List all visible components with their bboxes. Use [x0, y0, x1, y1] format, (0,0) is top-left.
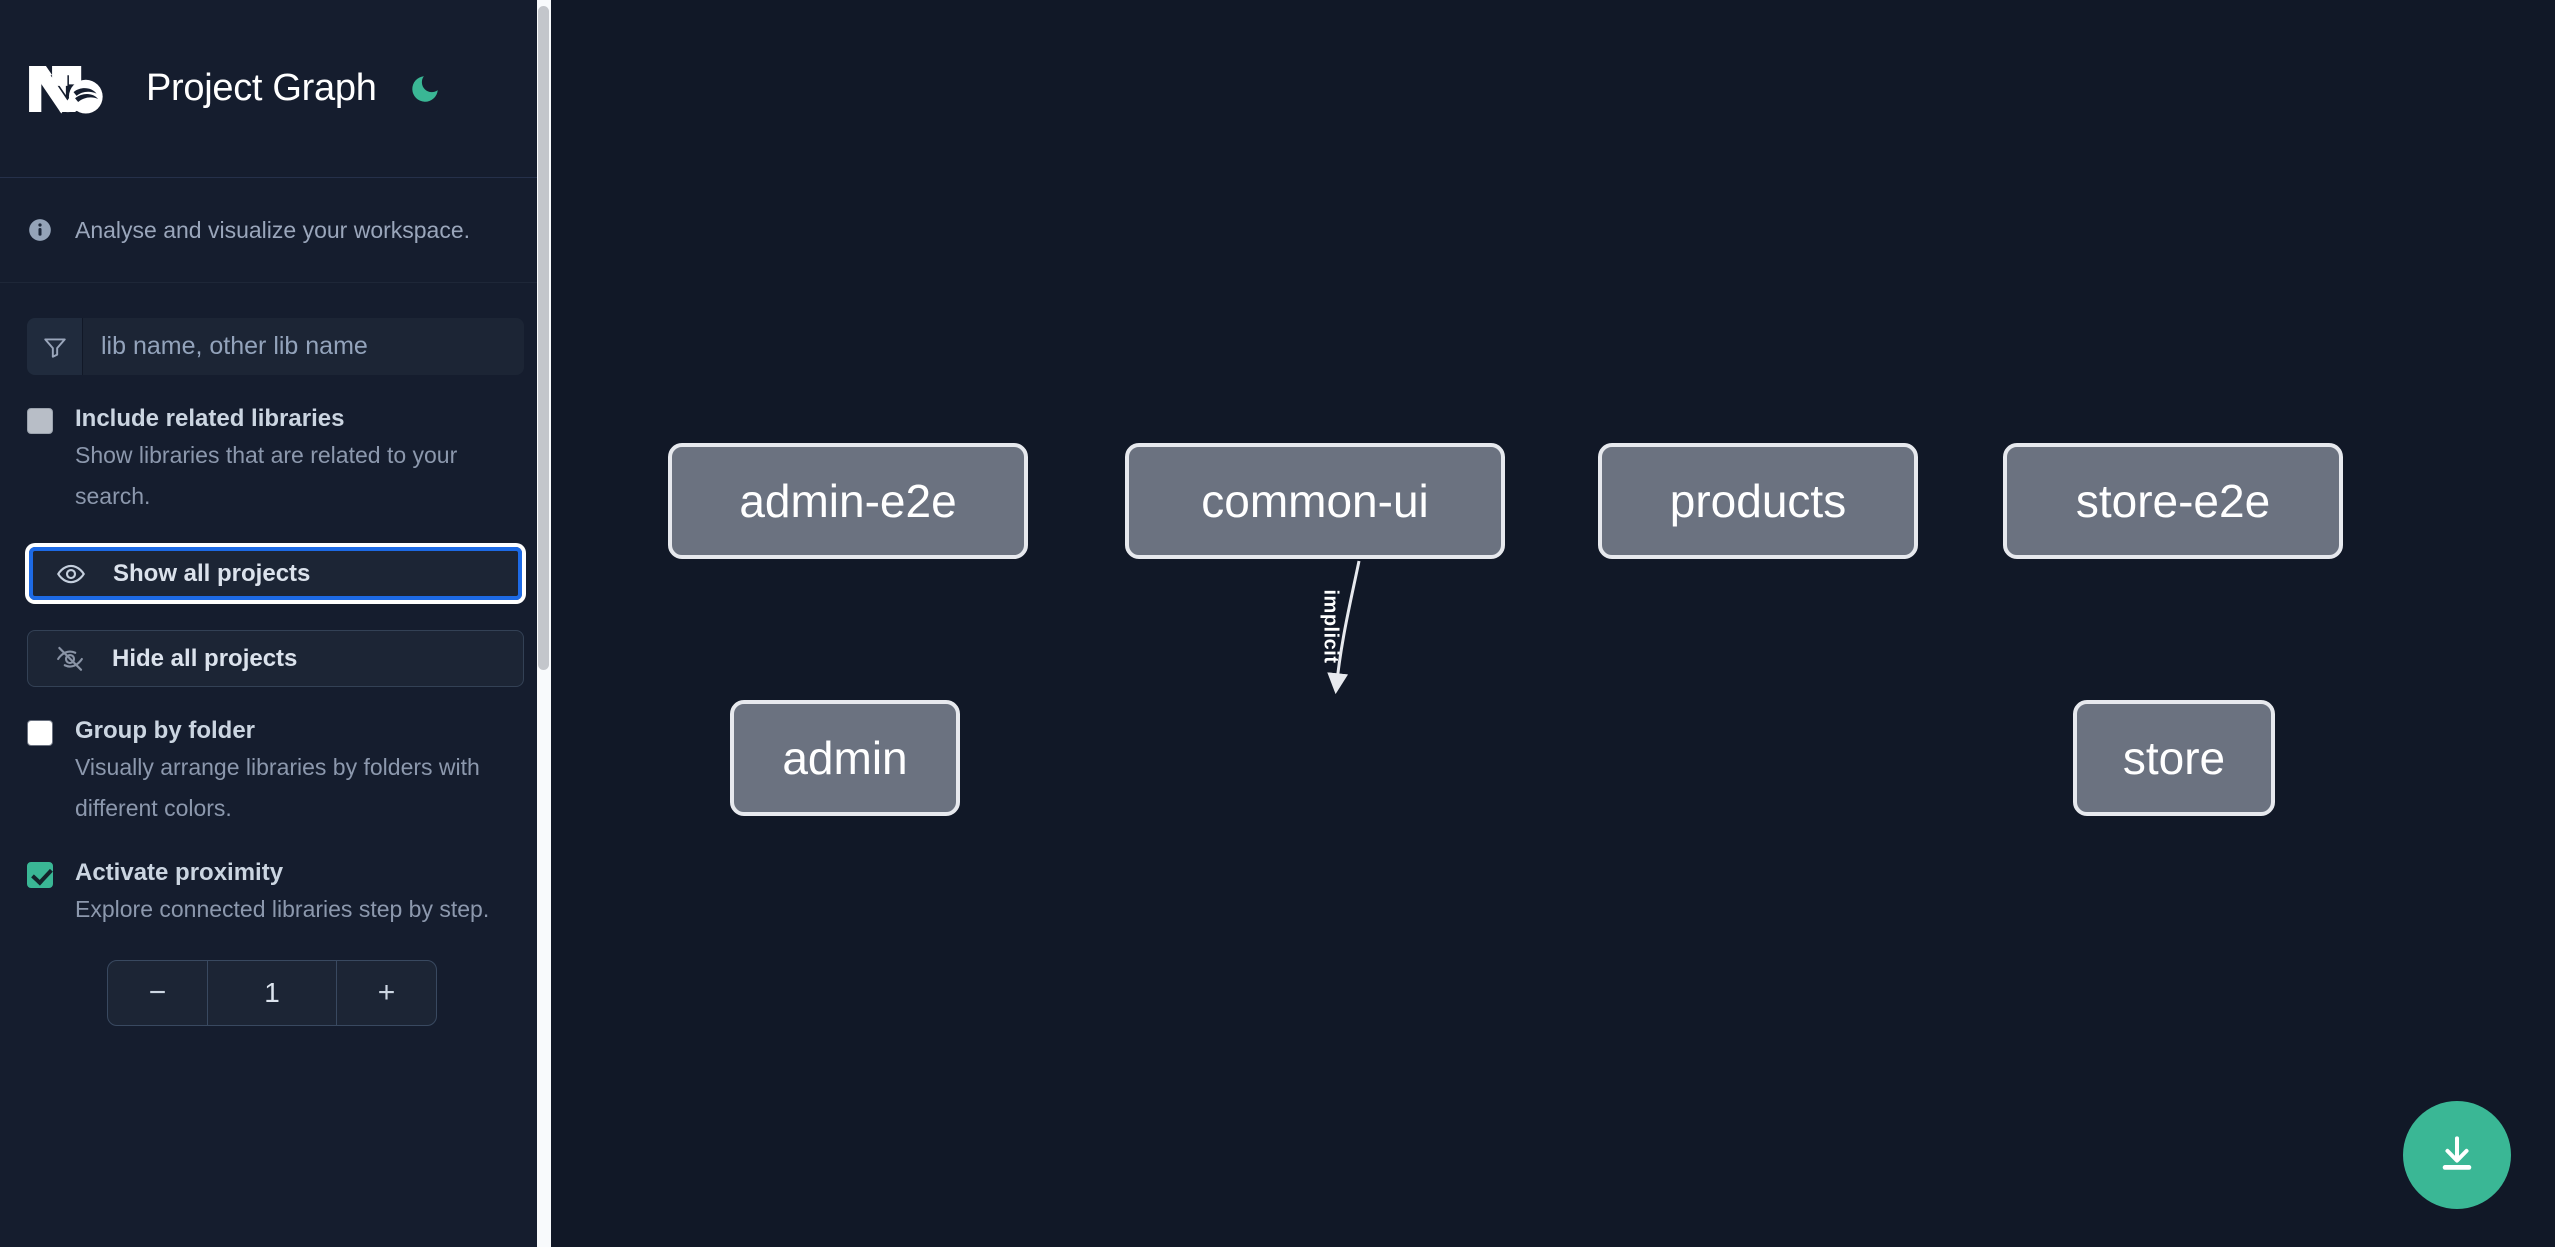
option-label: Include related libraries: [75, 405, 345, 432]
option-group-by-folder[interactable]: Group by folder Visually arrange librari…: [27, 715, 524, 829]
option-label: Group by folder: [75, 717, 255, 744]
graph-node-label: products: [1669, 475, 1847, 527]
checkbox-group-by-folder[interactable]: [27, 720, 53, 746]
download-icon: [2435, 1132, 2479, 1179]
graph-node-admin[interactable]: admin: [730, 700, 960, 816]
download-image-button[interactable]: [2403, 1101, 2511, 1209]
show-all-projects-button[interactable]: Show all projects: [27, 545, 524, 602]
info-icon: [27, 217, 53, 243]
proximity-increment-button[interactable]: +: [336, 961, 436, 1025]
option-activate-proximity[interactable]: Activate proximity Explore connected lib…: [27, 857, 524, 930]
sidebar-scrollbar-thumb[interactable]: [538, 6, 549, 670]
page-title: Project Graph: [146, 67, 377, 109]
graph-node-label: store-e2e: [2075, 475, 2271, 527]
sidebar-tagline: Analyse and visualize your workspace.: [0, 178, 551, 283]
graph-node-admin-e2e[interactable]: admin-e2e: [668, 443, 1028, 559]
option-description: Visually arrange libraries by folders wi…: [75, 754, 480, 821]
filter-icon: [27, 318, 83, 375]
proximity-decrement-button[interactable]: −: [108, 961, 208, 1025]
option-include-related-libraries[interactable]: Include related libraries Show libraries…: [27, 403, 524, 517]
graph-node-label: store: [2122, 732, 2226, 784]
eye-off-icon: [54, 643, 86, 675]
search-box[interactable]: [27, 318, 524, 375]
sidebar: Project Graph Analyse and visualize your…: [0, 0, 551, 1247]
sidebar-body: Include related libraries Show libraries…: [0, 318, 551, 1026]
graph-node-label: common-ui: [1201, 475, 1429, 527]
graph-node-common-ui[interactable]: common-ui: [1125, 443, 1505, 559]
graph-node-store-e2e[interactable]: store-e2e: [2003, 443, 2343, 559]
graph-node-products[interactable]: products: [1598, 443, 1918, 559]
hide-all-projects-button[interactable]: Hide all projects: [27, 630, 524, 687]
graph-canvas[interactable]: implicit implicit admin-e2e common-ui pr…: [551, 0, 2555, 1247]
search-row: [27, 318, 524, 375]
tagline-text: Analyse and visualize your workspace.: [75, 216, 471, 243]
option-description: Explore connected libraries step by step…: [75, 896, 490, 922]
graph-node-label: admin-e2e: [739, 475, 957, 527]
option-label: Activate proximity: [75, 859, 284, 886]
checkbox-include-related-libraries[interactable]: [27, 408, 53, 434]
edge-label-admin-e2e-to-admin: implicit: [1319, 589, 1342, 664]
graph-node-store[interactable]: store: [2073, 700, 2275, 816]
checkbox-activate-proximity[interactable]: [27, 862, 53, 888]
option-description: Show libraries that are related to your …: [75, 442, 458, 509]
sidebar-header: Project Graph: [0, 0, 551, 178]
hide-all-projects-label: Hide all projects: [112, 644, 298, 672]
search-input[interactable]: [83, 318, 524, 375]
moon-icon[interactable]: [405, 69, 445, 109]
graph-edges: [1327, 560, 1361, 695]
eye-icon: [55, 558, 87, 590]
graph-node-label: admin: [782, 732, 908, 784]
show-all-projects-label: Show all projects: [113, 559, 311, 587]
proximity-value: 1: [264, 977, 280, 1008]
nx-logo-icon: [26, 61, 118, 117]
proximity-stepper: − 1 +: [107, 960, 437, 1026]
